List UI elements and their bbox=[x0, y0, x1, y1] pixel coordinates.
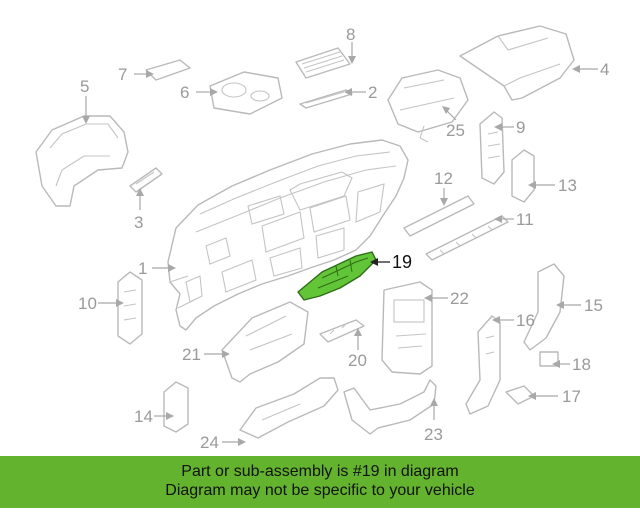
part-23-console bbox=[343, 379, 437, 435]
callout-16[interactable]: 16 bbox=[516, 311, 535, 330]
part-25-airbag-module bbox=[387, 69, 469, 143]
callout-1[interactable]: 1 bbox=[138, 259, 147, 278]
part-17-clip bbox=[505, 385, 535, 405]
part-21-lower-panel bbox=[221, 301, 309, 383]
callout-14[interactable]: 14 bbox=[134, 407, 153, 426]
callout-25[interactable]: 25 bbox=[446, 121, 465, 140]
part-9-side-vent bbox=[479, 111, 505, 185]
callout-15[interactable]: 15 bbox=[584, 296, 603, 315]
part-11-trim-panel bbox=[425, 215, 509, 261]
callout-4[interactable]: 4 bbox=[600, 60, 609, 79]
part-20-bracket bbox=[319, 319, 365, 343]
callout-3[interactable]: 3 bbox=[134, 213, 143, 232]
callout-6[interactable]: 6 bbox=[180, 83, 189, 102]
part-10-left-vent bbox=[117, 271, 143, 345]
part-8-speaker-grille bbox=[295, 47, 351, 79]
part-18-switch bbox=[539, 351, 559, 367]
callout-12[interactable]: 12 bbox=[434, 169, 453, 188]
info-banner: Part or sub-assembly is #19 in diagram D… bbox=[0, 456, 640, 508]
callout-23[interactable]: 23 bbox=[424, 425, 443, 444]
callout-19[interactable]: 19 bbox=[392, 252, 412, 272]
callout-17[interactable]: 17 bbox=[562, 387, 581, 406]
part-3-bracket bbox=[129, 167, 163, 193]
callout-19-leader bbox=[370, 258, 390, 266]
part-6-switch-panel bbox=[209, 71, 283, 115]
banner-line-disclaimer: Diagram may not be specific to your vehi… bbox=[165, 482, 475, 499]
callout-20[interactable]: 20 bbox=[348, 351, 367, 370]
banner-line-part-number: Part or sub-assembly is #19 in diagram bbox=[181, 463, 459, 480]
callout-18[interactable]: 18 bbox=[572, 355, 591, 374]
leader-lines bbox=[85, 42, 598, 443]
part-22-radio-bezel bbox=[381, 281, 433, 375]
callout-2[interactable]: 2 bbox=[368, 83, 377, 102]
part-19-highlighted[interactable] bbox=[297, 251, 377, 301]
part-7-cover-plate bbox=[145, 59, 191, 81]
part-1-instrument-panel bbox=[167, 139, 409, 331]
callout-8[interactable]: 8 bbox=[346, 25, 355, 44]
part-15-right-trim bbox=[523, 263, 565, 351]
part-13-side-trim bbox=[511, 149, 535, 203]
part-5-cluster-hood bbox=[35, 115, 129, 207]
part-14-small-trim bbox=[163, 381, 189, 433]
callout-24[interactable]: 24 bbox=[200, 433, 219, 452]
part-16-right-vent bbox=[465, 315, 501, 415]
callout-10[interactable]: 10 bbox=[78, 294, 97, 313]
callout-22[interactable]: 22 bbox=[450, 289, 469, 308]
part-12-trim-strip bbox=[403, 195, 475, 237]
part-24-knee-bolster bbox=[239, 377, 339, 439]
exploded-parts-diagram: 1 2 3 4 5 6 7 8 9 10 11 12 13 14 15 16 1… bbox=[35, 25, 609, 452]
callout-11[interactable]: 11 bbox=[516, 210, 534, 229]
callout-13[interactable]: 13 bbox=[558, 176, 577, 195]
callout-9[interactable]: 9 bbox=[516, 118, 525, 137]
callout-5[interactable]: 5 bbox=[80, 77, 89, 96]
callout-21[interactable]: 21 bbox=[182, 345, 201, 364]
part-2-trim-strip bbox=[299, 89, 353, 109]
part-4-upper-cover bbox=[459, 25, 575, 101]
callout-7[interactable]: 7 bbox=[118, 65, 127, 84]
leader-arrowheads bbox=[82, 56, 580, 446]
